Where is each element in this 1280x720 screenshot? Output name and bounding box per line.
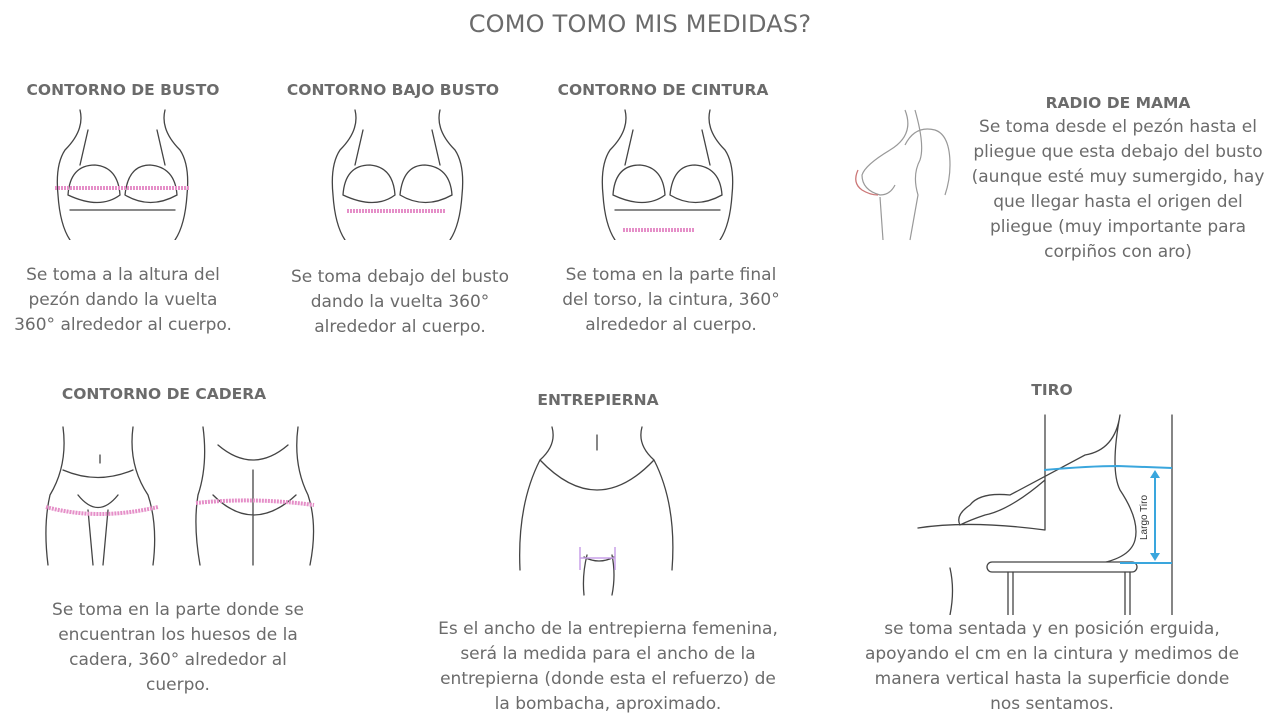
underbust-illustration [331,109,464,240]
page-title: COMO TOMO MIS MEDIDAS? [468,10,812,38]
heading-contorno-busto: CONTORNO DE BUSTO [26,81,220,99]
crotch-illustration [519,426,674,596]
breast-profile-illustration [855,109,951,241]
heading-contorno-cadera: CONTORNO DE CADERA [61,385,267,403]
heading-contorno-bajo-busto: CONTORNO BAJO BUSTO [286,81,500,99]
description-entrepierna: Es el ancho de la entrepierna femenina,s… [438,619,778,714]
largo-tiro-label: Largo Tiro [1139,495,1150,540]
heading-radio-de-mama: RADIO DE MAMA [1045,94,1191,112]
description-tiro: se toma sentada y en posición erguida,ap… [864,619,1240,714]
waist-illustration [601,109,734,240]
heading-entrepierna: ENTREPIERNA [537,391,659,409]
heading-contorno-cintura: CONTORNO DE CINTURA [557,81,769,99]
seated-rise-illustration: Largo Tiro [917,414,1173,615]
heading-tiro: TIRO [1031,381,1073,399]
hip-illustration [45,426,315,566]
bust-illustration [55,109,190,240]
